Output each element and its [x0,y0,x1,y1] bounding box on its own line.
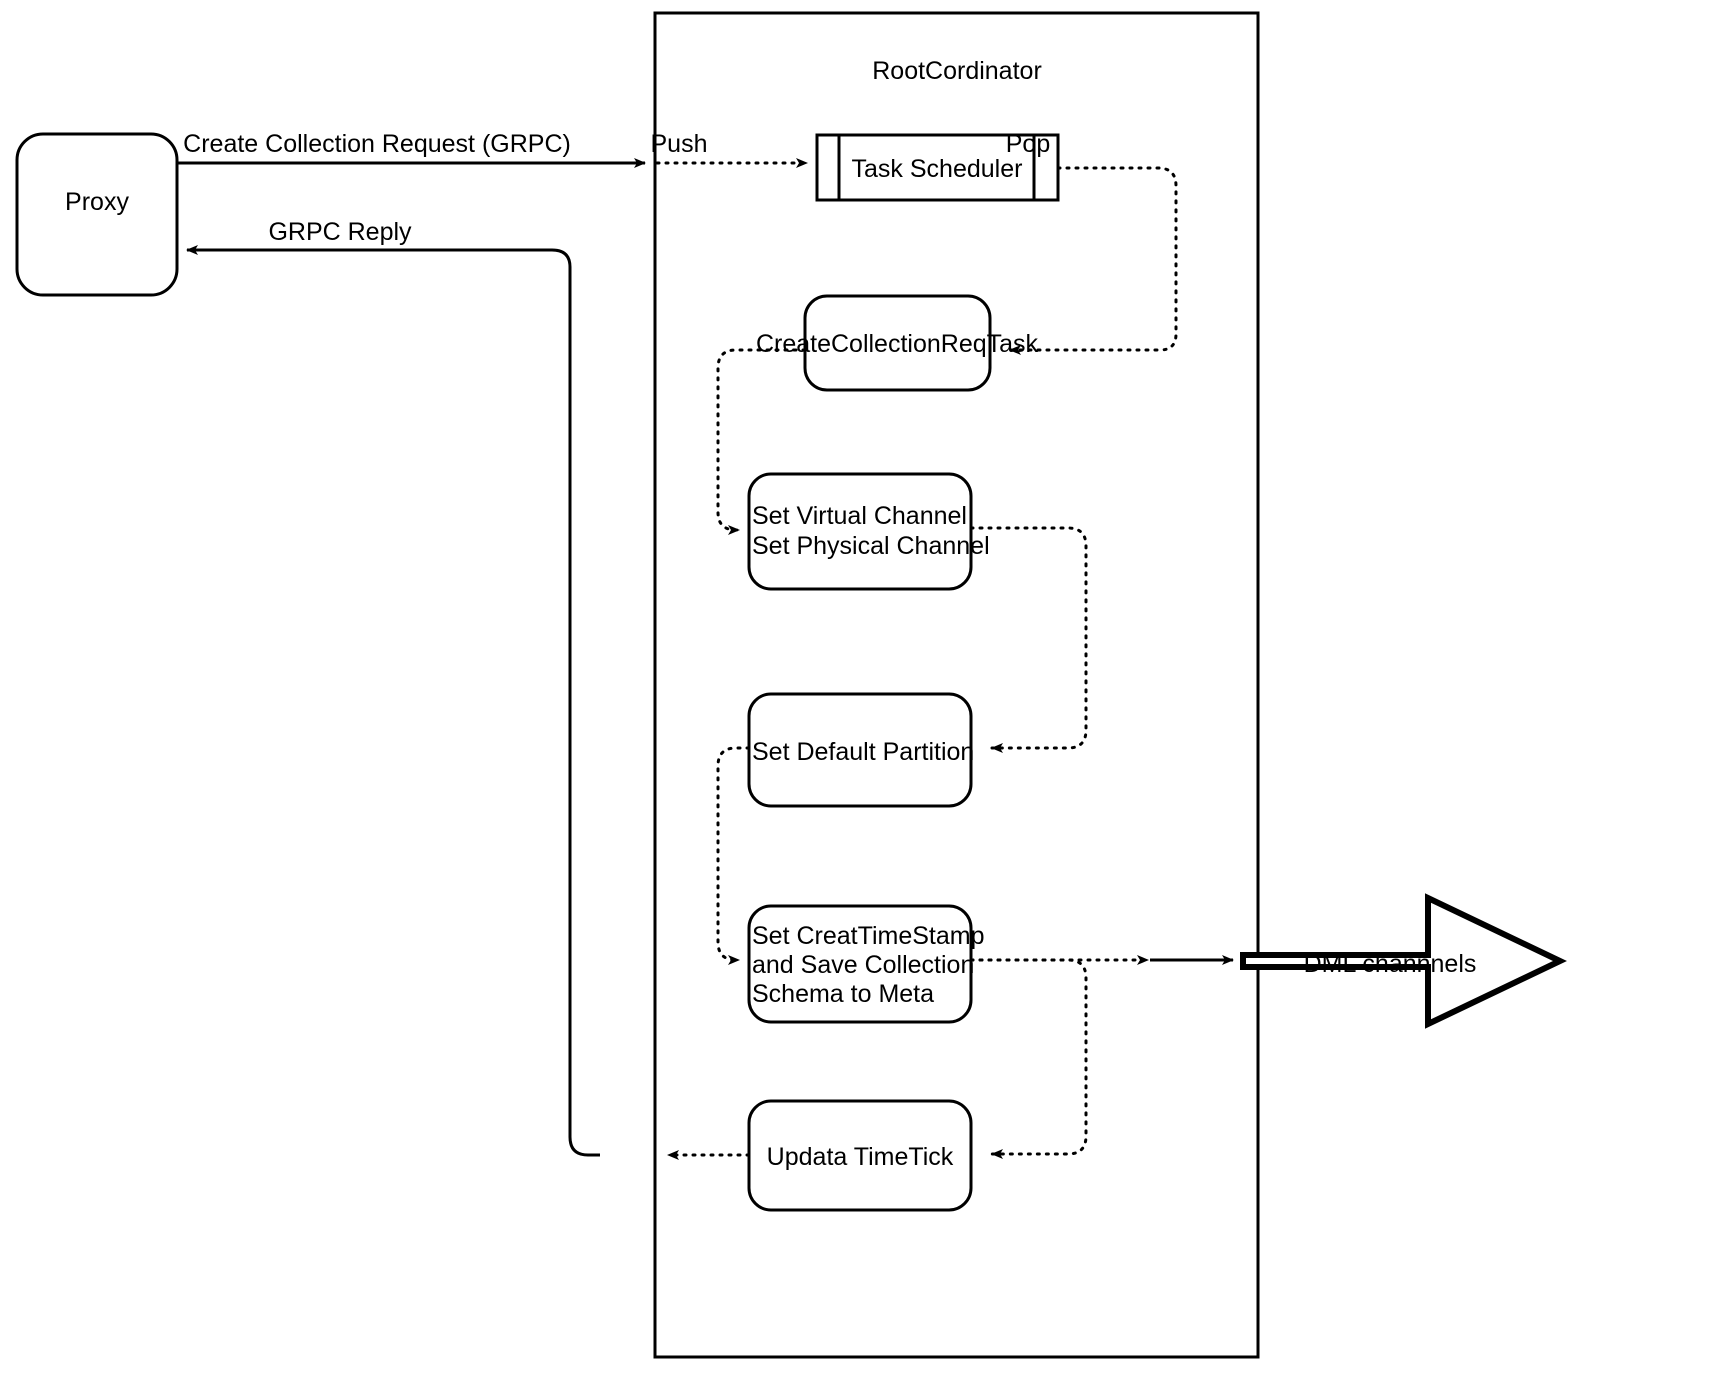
partition-to-timestamp-line [716,746,751,965]
set-creat-timestamp-label-line2: and Save Collection [752,951,974,979]
updata-timetick-label: Updata TimeTick [767,1143,954,1171]
edge-pop: Pop [1006,130,1178,355]
node-set-channels[interactable]: Set Virtual Channel Set Physical Channel [747,472,990,591]
dml-channels-arrow-shape[interactable] [1240,893,1567,1029]
edge-grpc-reply: GRPC Reply [186,218,600,1157]
pop-label: Pop [1006,130,1050,158]
task-scheduler-label: Task Scheduler [852,155,1023,183]
node-set-creat-timestamp[interactable]: Set CreatTimeStamp and Save Collection S… [747,904,984,1024]
dml-channels-label: DML channnels [1304,950,1477,978]
channels-to-partition-line [969,526,1088,753]
task-scheduler-box[interactable] [815,133,1060,202]
edge-partition-to-timestamp [716,746,751,965]
set-creat-timestamp-box[interactable] [747,904,973,1024]
node-task-scheduler[interactable]: Task Scheduler [815,133,1060,202]
node-dml-channels[interactable]: DML channnels [1240,893,1567,1029]
rootcordinator-title: RootCordinator [872,57,1042,85]
set-default-partition-box[interactable] [747,692,973,808]
node-updata-timetick[interactable]: Updata TimeTick [747,1099,973,1212]
edge-timestamp-to-timetick [969,958,1088,1159]
edge-create-collection-request: Create Collection Request (GRPC) [177,130,646,168]
create-collection-req-task-label: CreateCollectionReqTask [756,330,1039,358]
create-collection-req-task-box[interactable] [803,294,992,392]
node-set-default-partition[interactable]: Set Default Partition [747,692,974,808]
create-collection-request-label: Create Collection Request (GRPC) [183,130,571,158]
push-label: Push [651,130,708,158]
edge-task-to-channels [716,348,807,535]
set-channels-box[interactable] [747,472,973,591]
set-default-partition-label: Set Default Partition [752,738,974,766]
task-to-channels-line [716,348,807,535]
edge-push: Push [651,130,809,168]
node-create-collection-req-task[interactable]: CreateCollectionReqTask [756,294,1039,392]
set-creat-timestamp-label-line1: Set CreatTimeStamp [752,922,984,950]
set-channels-label-line1: Set Virtual Channel [752,502,967,530]
grpc-reply-line [186,245,600,1157]
node-proxy[interactable]: Proxy [15,132,179,297]
proxy-box[interactable] [15,132,179,297]
proxy-label: Proxy [65,188,129,216]
set-creat-timestamp-label-line3: Schema to Meta [752,980,934,1008]
pop-line [1008,166,1178,355]
grpc-reply-label: GRPC Reply [268,218,412,246]
timestamp-to-timetick-line [969,958,1088,1159]
edge-channels-to-partition [969,526,1088,753]
set-channels-label-line2: Set Physical Channel [752,532,990,560]
